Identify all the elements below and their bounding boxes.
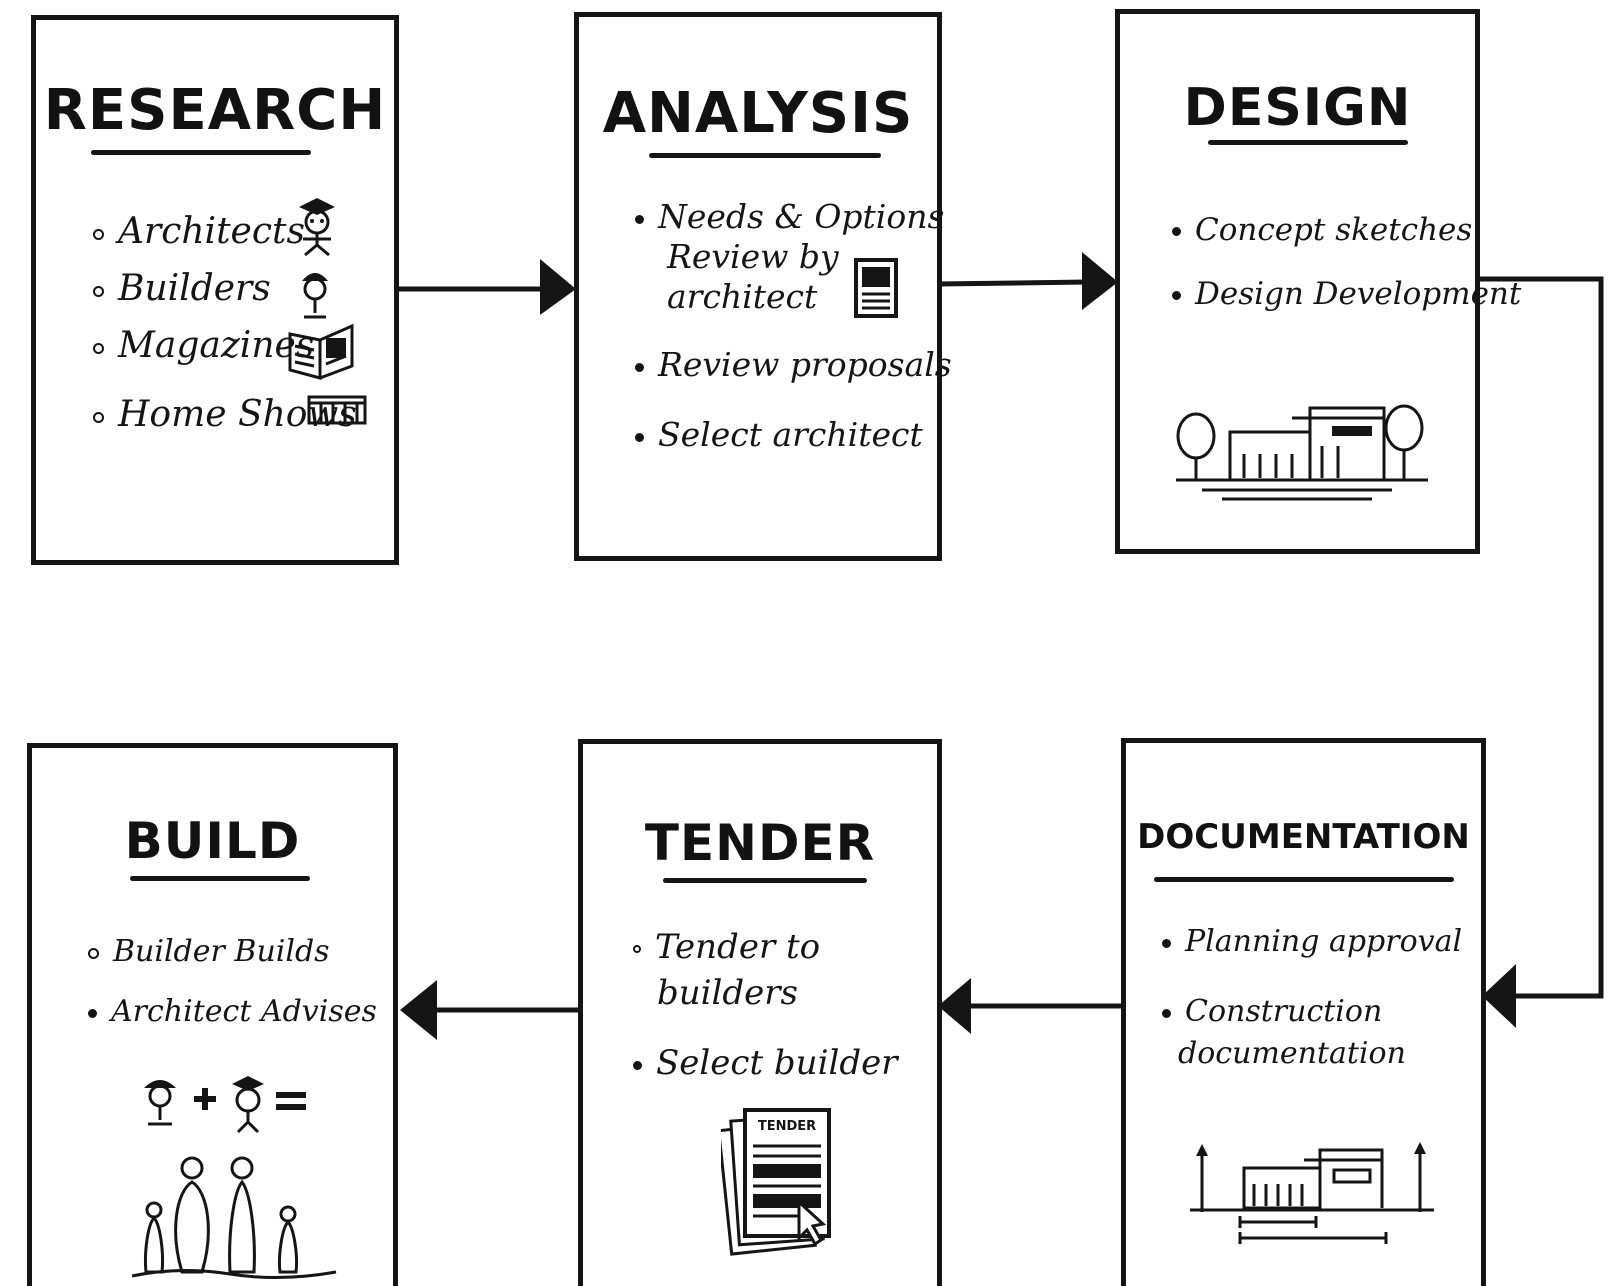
list-item: Needs & Options [635, 197, 952, 237]
item-text: builders [657, 973, 798, 1013]
list-item: Review proposals [635, 345, 952, 385]
list-item: documentation [1162, 1033, 1462, 1075]
list-item: Planning approval [1162, 921, 1462, 963]
list-item: Tender to [633, 924, 897, 970]
item-text: Needs & Options [658, 197, 945, 236]
list-item: Select architect [635, 415, 952, 455]
stage-items: Tender to builders Select builder [633, 924, 897, 1086]
list-item: Architects [93, 203, 357, 260]
stage-title: RESEARCH [43, 78, 387, 143]
stage-card-build: BUILD Builder Builds Architect Advises [27, 743, 398, 1286]
arrow-research-to-analysis [394, 259, 576, 315]
item-text: Builder Builds [113, 934, 330, 969]
arrow-tender-to-build [400, 980, 579, 1040]
arrow-design-to-documentation [1480, 276, 1604, 1028]
item-text: Review by [667, 237, 839, 276]
item-text: Planning approval [1185, 924, 1463, 959]
title-underline [1154, 877, 1454, 882]
item-text: Select architect [658, 415, 923, 454]
title-underline [1208, 140, 1408, 145]
stage-title: TENDER [644, 814, 876, 872]
list-item: Architect Advises [88, 982, 377, 1042]
stage-title: BUILD [124, 812, 301, 870]
list-item: Concept sketches [1172, 198, 1521, 262]
stage-card-analysis: ANALYSIS Needs & Options Review by archi… [574, 12, 952, 561]
item-text: Builders [118, 268, 271, 309]
list-item: Construction [1162, 991, 1462, 1033]
stage-card-tender: TENDER Tender to builders Select builder… [578, 739, 942, 1286]
house-elevation-sketch [1176, 404, 1428, 501]
stage-items: Concept sketches Design Development [1172, 198, 1521, 326]
stage-title: DESIGN [1183, 78, 1412, 138]
architect-figure-icon [299, 198, 335, 257]
stage-card-design: DESIGN Concept sketches Design Developme… [1115, 9, 1521, 554]
item-text: Review proposals [658, 345, 952, 384]
title-underline [91, 150, 311, 155]
list-item: architect [635, 277, 952, 317]
list-item: Design Development [1172, 262, 1521, 326]
item-text: Architect Advises [111, 994, 377, 1029]
item-text: documentation [1178, 1036, 1406, 1071]
builder-figure-icon [302, 273, 328, 319]
proposal-document-icon [854, 258, 898, 318]
list-item: Builder Builds [88, 922, 377, 982]
item-text: Construction [1185, 994, 1383, 1029]
stage-card-research: RESEARCH Architects Builders Magazines H… [31, 15, 399, 565]
item-text: Select builder [656, 1043, 898, 1083]
open-magazine-icon [288, 323, 354, 380]
stage-card-documentation: DOCUMENTATION Planning approval Construc… [1121, 738, 1486, 1286]
item-text: architect [667, 277, 818, 316]
stage-title: ANALYSIS [602, 81, 914, 146]
tender-sketch-label: TENDER [758, 1119, 816, 1134]
builder-plus-architect-equals-icon [144, 1076, 306, 1134]
list-item: Review by [635, 237, 952, 277]
stage-items: Planning approval Construction documenta… [1162, 921, 1462, 1075]
list-item: Magazines [93, 317, 357, 374]
tender-document-stack-icon: TENDER [721, 1108, 831, 1256]
stage-items: Needs & Options Review by architect Revi… [635, 197, 952, 455]
title-underline [663, 878, 867, 883]
title-underline [130, 876, 310, 881]
title-underline [649, 153, 881, 158]
dimensioned-drawing-sketch [1190, 1142, 1434, 1244]
list-item: Builders [93, 260, 357, 317]
arrow-analysis-to-design [936, 252, 1118, 310]
stage-items: Builder Builds Architect Advises [88, 922, 377, 1042]
list-item: builders [633, 970, 897, 1016]
item-text: Design Development [1195, 276, 1522, 312]
family-figures-sketch [131, 1156, 337, 1280]
list-item: Home Shows [93, 386, 357, 443]
list-item: Select builder [633, 1040, 897, 1086]
stage-items: Architects Builders Magazines Home Shows [93, 203, 357, 443]
item-text: Home Shows [118, 394, 357, 435]
item-text: Tender to [655, 927, 821, 967]
item-text: Magazines [118, 325, 315, 366]
arrow-documentation-to-tender [938, 978, 1124, 1034]
item-text: Concept sketches [1195, 212, 1473, 248]
item-text: Architects [118, 211, 305, 252]
home-show-booth-icon [307, 395, 367, 425]
stage-title: DOCUMENTATION [1137, 817, 1470, 857]
